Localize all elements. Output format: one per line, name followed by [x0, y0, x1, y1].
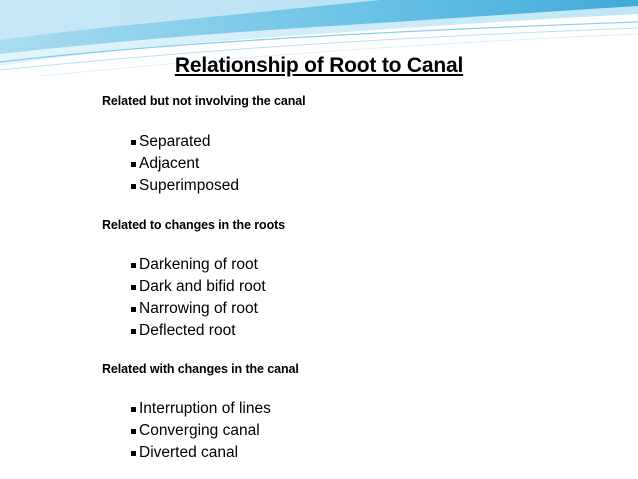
section-heading: Related but not involving the canal: [102, 94, 306, 108]
list-item-text: Converging canal: [139, 422, 260, 439]
list-item-text: Superimposed: [139, 177, 239, 194]
slide-title-text: Relationship of Root to Canal: [174, 54, 464, 77]
square-bullet-icon: [131, 183, 136, 189]
list-item: Converging canal: [131, 420, 622, 442]
list-item-text: Narrowing of root: [139, 300, 258, 317]
list-item: Interruption of lines: [131, 398, 622, 420]
section-not-involving-canal: Related but not involving the canal Sepa…: [102, 93, 622, 197]
bullet-list: Interruption of lines Converging canal D…: [102, 398, 622, 464]
list-item-text: Adjacent: [139, 155, 200, 172]
list-item-text: Separated: [139, 133, 211, 150]
section-changes-in-roots: Related to changes in the roots Darkenin…: [102, 217, 622, 342]
square-bullet-icon: [131, 328, 136, 334]
list-item-text: Deflected root: [139, 322, 236, 339]
square-bullet-icon: [131, 139, 136, 145]
square-bullet-icon: [131, 306, 136, 312]
square-bullet-icon: [131, 262, 136, 268]
list-item: Separated: [131, 131, 622, 153]
list-item: Darkening of root: [131, 254, 622, 276]
list-item-text: Dark and bifid root: [139, 278, 266, 295]
list-item: Dark and bifid root: [131, 276, 622, 298]
square-bullet-icon: [131, 428, 136, 434]
section-changes-in-canal: Related with changes in the canal Interr…: [102, 361, 622, 464]
list-item-text: Darkening of root: [139, 256, 258, 273]
bullet-list: Separated Adjacent Superimposed: [102, 131, 622, 197]
square-bullet-icon: [131, 406, 136, 412]
slide-title: Relationship of Root to Canal: [0, 43, 638, 80]
decorative-wave-header: [0, 0, 638, 77]
list-item-text: Interruption of lines: [139, 400, 271, 417]
slide-content: Related but not involving the canal Sepa…: [102, 93, 622, 464]
list-item: Diverted canal: [131, 442, 622, 464]
square-bullet-icon: [131, 161, 136, 167]
square-bullet-icon: [131, 284, 136, 290]
list-item: Superimposed: [131, 175, 622, 197]
list-item: Adjacent: [131, 153, 622, 175]
square-bullet-icon: [131, 450, 136, 456]
list-item: Narrowing of root: [131, 298, 622, 320]
section-heading: Related with changes in the canal: [102, 362, 299, 376]
list-item: Deflected root: [131, 320, 622, 342]
section-heading: Related to changes in the roots: [102, 218, 286, 232]
list-item-text: Diverted canal: [139, 444, 239, 461]
bullet-list: Darkening of root Dark and bifid root Na…: [102, 254, 622, 342]
